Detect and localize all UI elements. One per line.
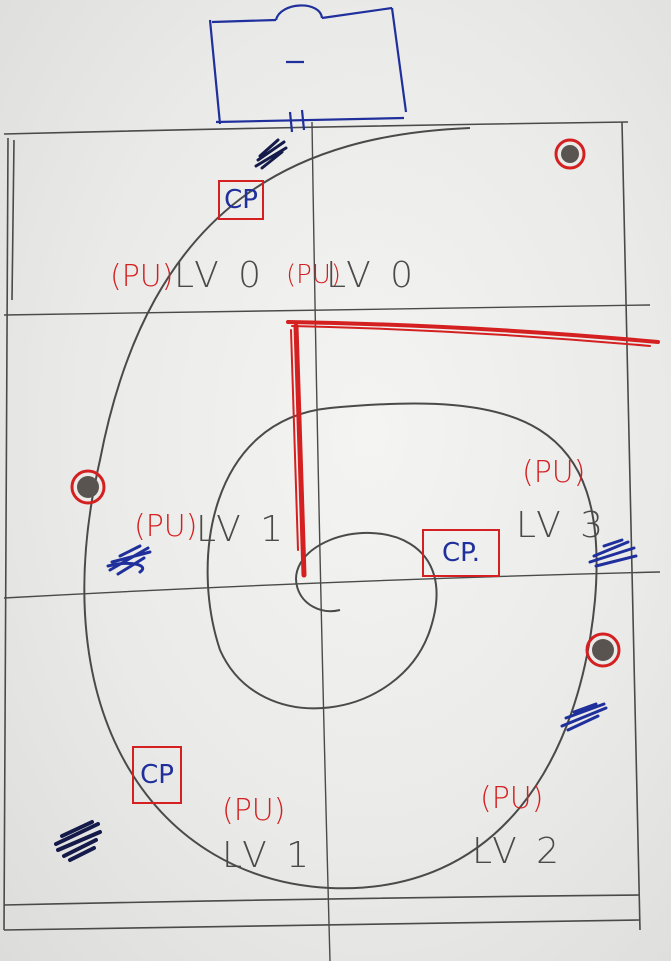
level-label-bottom-left: LV 1	[222, 835, 314, 876]
circled-hole-icon	[70, 469, 106, 505]
red-wall-horizontal	[286, 320, 660, 344]
spiral-path	[83, 127, 598, 890]
horizontal-divider-lower	[3, 571, 661, 599]
frame-top-line	[3, 121, 629, 135]
outer-frame	[3, 121, 641, 931]
scribbles	[54, 138, 638, 862]
spiral-outer-arc	[83, 127, 598, 890]
checkpoint-box-top: CP	[218, 180, 264, 220]
red-walls	[286, 320, 660, 578]
red-wall-vertical	[293, 323, 307, 578]
level-label-top-mid: LV 0	[326, 255, 418, 296]
red-wall-vertical-2	[290, 329, 299, 551]
pu-label-mid-left: (PU)	[134, 509, 198, 544]
checkpoint-box-right: CP.	[422, 529, 500, 577]
level-label-mid-right: LV 3	[516, 505, 608, 546]
frame-left-line	[3, 137, 9, 931]
level-label-top-left: LV 0	[174, 255, 266, 296]
frame-bottom-line-2	[3, 919, 641, 931]
blue-scribble-icon	[560, 702, 608, 732]
pu-label-top-mid: (PU)	[286, 260, 341, 290]
pu-label-bottom-right: (PU)	[480, 781, 544, 816]
holes	[70, 138, 621, 668]
level-label-bottom-right: LV 2	[472, 831, 564, 872]
level-label-mid-left: LV 1	[196, 509, 288, 550]
frame-right-line	[621, 121, 641, 931]
vertical-divider	[311, 121, 331, 961]
red-wall-horizontal-2	[291, 325, 651, 347]
circled-hole-icon	[554, 138, 586, 170]
frame-left-line-2	[11, 139, 15, 301]
circled-hole-icon	[585, 632, 621, 668]
checkpoint-box-bottom-left: CP	[132, 746, 182, 804]
frame-bottom-line	[3, 894, 641, 906]
pu-label-bottom-left: (PU)	[222, 793, 286, 828]
blue-scribble-icon	[54, 820, 102, 862]
blue-scribble-icon	[106, 544, 152, 576]
blue-scribble-icon	[254, 138, 288, 170]
door-icon	[208, 4, 408, 133]
blue-scribble-icon	[588, 538, 638, 568]
horizontal-divider-upper	[3, 304, 651, 316]
pu-label-mid-right: (PU)	[522, 455, 586, 490]
grid-lines	[3, 121, 661, 961]
pu-label-top-left: (PU)	[110, 259, 174, 294]
